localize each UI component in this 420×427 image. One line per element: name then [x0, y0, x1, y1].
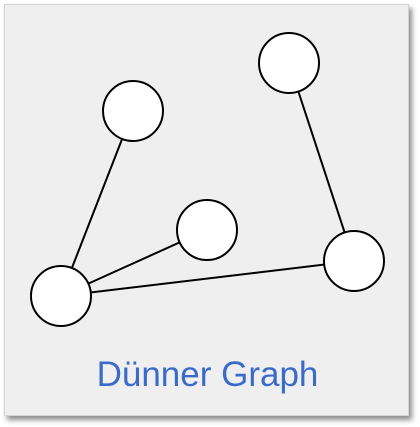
- graph-node-n4: [30, 265, 92, 327]
- graph-node-n3: [176, 199, 238, 261]
- graph-node-n5: [323, 230, 385, 292]
- graph-edge-n1-n4: [60, 110, 134, 297]
- diagram-caption: Dünner Graph: [96, 355, 319, 394]
- graph-node-n1: [102, 80, 164, 142]
- graph-card: Dünner Graph: [4, 4, 409, 416]
- graph-edge-n4-n5: [60, 260, 355, 297]
- sparse-graph-diagram: [30, 32, 385, 327]
- graph-node-n2: [258, 32, 320, 94]
- graph-nodes: [30, 32, 385, 327]
- graph-edge-n2-n5: [288, 62, 355, 262]
